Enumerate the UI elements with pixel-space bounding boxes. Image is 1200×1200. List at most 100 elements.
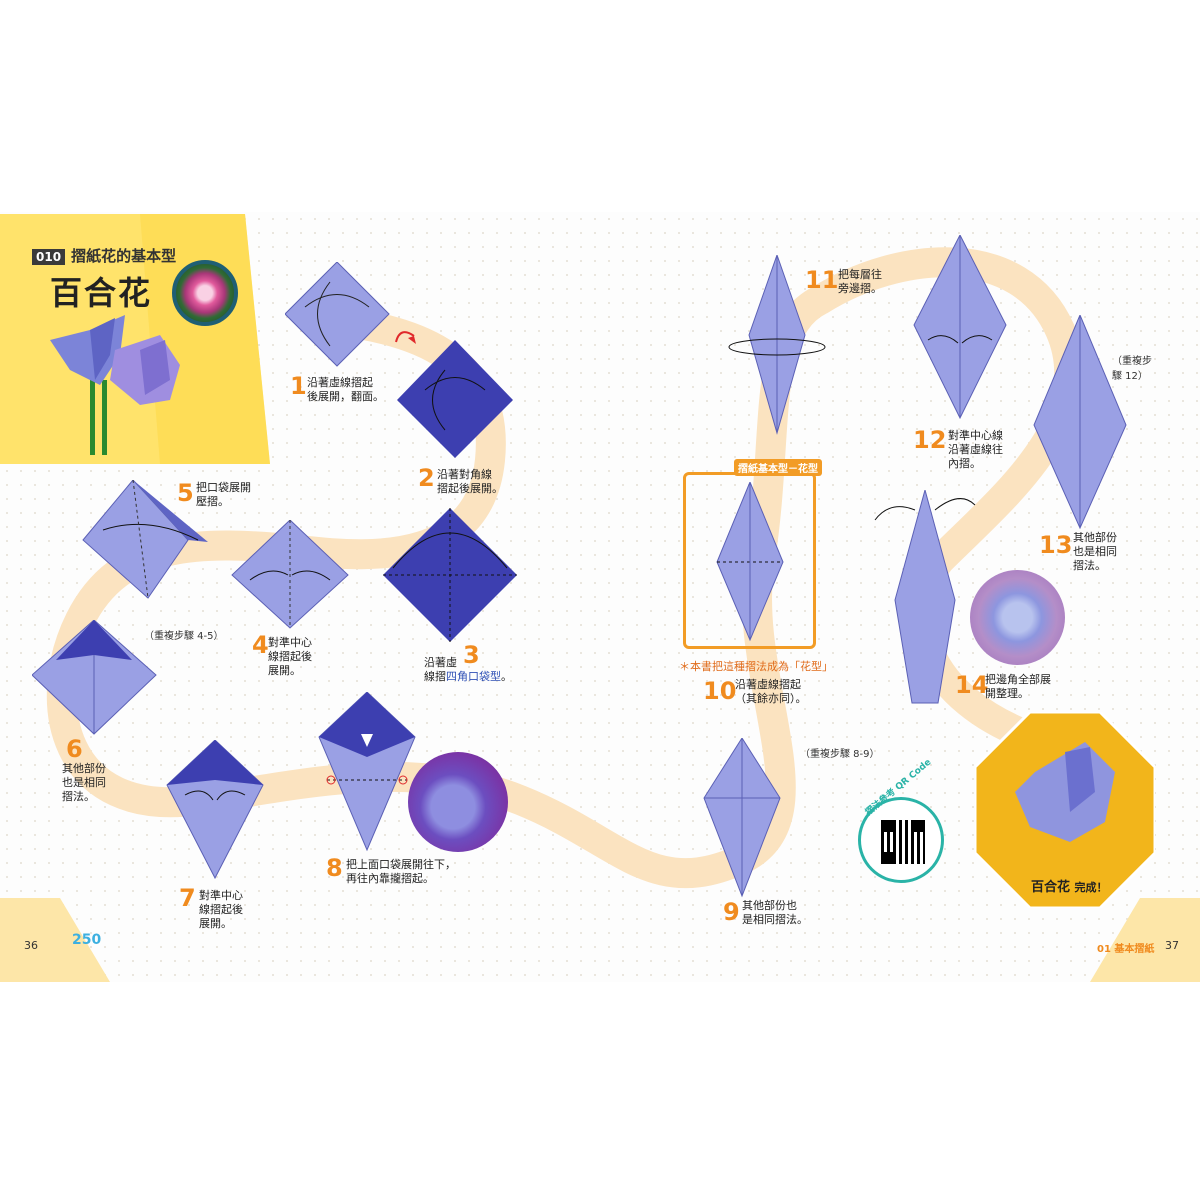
step14-line1: 把邊角全部展 <box>985 673 1051 686</box>
repeat-note-12-line2: 驟 12） <box>1112 371 1148 382</box>
step12-text: 對準中心線 沿著虛線往 內摺。 <box>948 429 1003 471</box>
lily-photo <box>172 260 238 326</box>
step1-text: 沿著虛線摺起 後展開，翻面。 <box>307 376 384 404</box>
repeat-note-12: （重複步 驟 12） <box>1112 352 1152 382</box>
qr-code[interactable] <box>858 797 944 883</box>
step14-number: 14 <box>955 671 989 699</box>
step6-text: 其他部份 也是相同 摺法。 <box>62 762 106 804</box>
step2-line2: 摺起後展開。 <box>437 482 503 495</box>
flower-base-tab: 摺紙基本型－花型 <box>734 459 822 476</box>
qr-pattern <box>881 820 925 864</box>
step2-diagram <box>397 340 513 458</box>
step11-diagram <box>728 255 826 435</box>
step9-line2: 是相同摺法。 <box>742 913 808 926</box>
step14-text: 把邊角全部展 開整理。 <box>985 673 1051 701</box>
step3-line2c: 。 <box>501 670 512 683</box>
step12-diagram <box>913 235 1007 420</box>
step3-diagram <box>383 508 517 642</box>
header-origami-lily <box>50 315 180 455</box>
left-book-mark: 250 <box>72 932 102 948</box>
repeat-note-12-line1: （重複步 <box>1112 356 1152 367</box>
step10-text: 沿著虛線摺起 （其餘亦同）。 <box>735 678 807 706</box>
step8-line2: 再往內靠攏摺起。 <box>346 872 434 885</box>
repeat-note-8-9: （重複步驟 8-9） <box>800 749 880 760</box>
flip-arrow-icon <box>395 331 416 344</box>
step14-photo <box>970 570 1065 665</box>
step2-text: 沿著對角線 摺起後展開。 <box>437 468 503 496</box>
step8-text: 把上面口袋展開往下， 再往內靠攏摺起。 <box>346 858 456 886</box>
step6-line2: 也是相同 <box>62 776 106 789</box>
right-corner-tab <box>1090 898 1200 982</box>
step5-number: 5 <box>177 479 194 507</box>
step8-line1: 把上面口袋展開往下， <box>346 858 456 871</box>
step7-line1: 對準中心 <box>199 889 243 902</box>
left-page-number: 36 <box>24 939 38 952</box>
step12-line3: 內摺。 <box>948 457 981 470</box>
step13-line3: 摺法。 <box>1073 559 1106 572</box>
step8-number: 8 <box>326 854 343 882</box>
finish-badge <box>975 712 1155 908</box>
step2-number: 2 <box>418 464 435 492</box>
step13-number: 13 <box>1039 531 1073 559</box>
step11-line2: 旁邊摺。 <box>838 282 882 295</box>
step7-line2: 線摺起後 <box>199 903 243 916</box>
series-heading: 010 摺紙花的基本型 <box>32 245 176 266</box>
step8-diagram <box>318 692 416 852</box>
step3-number: 3 <box>463 641 480 669</box>
step14-line2: 開整理。 <box>985 687 1029 700</box>
finish-name: 百合花 <box>1031 880 1071 895</box>
step5-line2: 壓摺。 <box>196 495 229 508</box>
step9-number: 9 <box>723 898 740 926</box>
step11-line1: 把每層往 <box>838 268 882 281</box>
step6-number: 6 <box>66 735 83 763</box>
step4-number: 4 <box>252 631 269 659</box>
step1-number: 1 <box>290 372 307 400</box>
step6-line1: 其他部份 <box>62 762 106 775</box>
step9-line1: 其他部份也 <box>742 899 797 912</box>
step7-text: 對準中心 線摺起後 展開。 <box>199 889 243 931</box>
step9-text: 其他部份也 是相同摺法。 <box>742 899 808 927</box>
step4-line3: 展開。 <box>268 664 301 677</box>
step3-text: 沿著虛 線摺四角口袋型。 <box>424 656 512 684</box>
step9-diagram <box>703 738 781 898</box>
series-title: 摺紙花的基本型 <box>71 247 177 265</box>
step3-line1: 沿著虛 <box>424 656 457 669</box>
step3-line2a: 線摺 <box>424 670 446 683</box>
step6-line3: 摺法。 <box>62 790 95 803</box>
step6-diagram <box>32 620 157 735</box>
step12-number: 12 <box>913 426 947 454</box>
step13-line2: 也是相同 <box>1073 545 1117 558</box>
step7-diagram <box>166 740 264 880</box>
step1-line2: 後展開，翻面。 <box>307 390 384 403</box>
step14-diagram <box>874 490 976 704</box>
step3-link: 四角口袋型 <box>446 670 501 683</box>
step10-line1: 沿著虛線摺起 <box>735 678 801 691</box>
step1-diagram <box>285 262 390 367</box>
step7-number: 7 <box>179 884 196 912</box>
right-page-number: 37 <box>1165 939 1179 952</box>
finish-suffix: 完成！ <box>1074 881 1108 894</box>
step4-line1: 對準中心 <box>268 636 312 649</box>
step13-text: 其他部份 也是相同 摺法。 <box>1073 531 1117 573</box>
left-corner-tab <box>0 898 110 982</box>
step10-number: 10 <box>703 677 737 705</box>
step12-line2: 沿著虛線往 <box>948 443 1003 456</box>
step5-text: 把口袋展開 壓摺。 <box>196 481 251 509</box>
step12-line1: 對準中心線 <box>948 429 1003 442</box>
step13-diagram <box>1033 315 1127 530</box>
series-number: 010 <box>32 249 66 265</box>
step7-line3: 展開。 <box>199 917 232 930</box>
step4-line2: 線摺起後 <box>268 650 312 663</box>
step2-line1: 沿著對角線 <box>437 468 492 481</box>
step13-line1: 其他部份 <box>1073 531 1117 544</box>
repeat-note-4-5: （重複步驟 4-5） <box>144 631 224 642</box>
step8-photo <box>408 752 508 852</box>
step1-line1: 沿著虛線摺起 <box>307 376 373 389</box>
step4-diagram <box>231 520 349 629</box>
step11-number: 11 <box>805 266 839 294</box>
step5-diagram <box>82 480 208 599</box>
step10-diagram <box>716 482 784 642</box>
finish-label: 百合花 完成！ <box>1031 876 1108 895</box>
step4-text: 對準中心 線摺起後 展開。 <box>268 636 312 678</box>
step5-line1: 把口袋展開 <box>196 481 251 494</box>
